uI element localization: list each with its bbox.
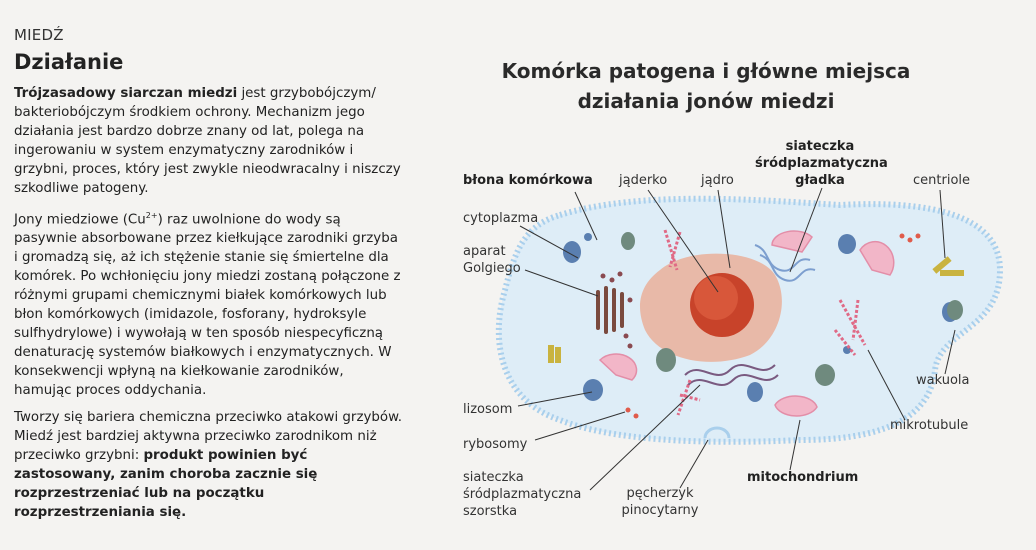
label-cytoplasm: cytoplazma	[463, 211, 539, 226]
label-mitochondrion: mitochondrium	[747, 470, 859, 485]
label-line: gładka	[795, 173, 845, 188]
label-pinocytic-vesicle: pęcherzyk pinocytarny	[615, 485, 705, 519]
microtubules	[663, 229, 867, 416]
rough-er	[684, 364, 779, 386]
section-label: MIEDŹ	[14, 26, 64, 44]
text: Tworzy się bariera chemiczna przeciwko a…	[14, 410, 403, 464]
smooth-er	[754, 244, 816, 282]
golgi-apparatus	[596, 286, 624, 334]
text: jest grzybobójczym/ bakteriobójczym środ…	[14, 86, 401, 196]
label-line: pinocytarny	[621, 503, 699, 518]
label-smooth-er: siateczka śródplazmatyczna gładka	[755, 138, 888, 189]
label-nucleolus: jąderko	[619, 173, 668, 188]
paragraph-1: Trójzasadowy siarczan miedzi jest grzybo…	[14, 84, 404, 198]
paragraph-3: Tworzy się bariera chemiczna przeciwko a…	[14, 408, 404, 522]
vacuoles	[621, 232, 963, 386]
label-vacuole: wakuola	[916, 373, 970, 388]
bold-text: produkt powinien być zastosowany, zanim …	[14, 448, 318, 521]
text-column: MIEDŹ Działanie Trójzasadowy siarczan mi…	[14, 26, 404, 530]
label-line: pęcherzyk	[626, 486, 694, 501]
paragraph-2: Jony miedziowe (Cu2+) raz uwolnione do w…	[14, 206, 404, 400]
label-line: siateczka	[463, 470, 524, 485]
text: Jony miedziowe (Cu	[14, 212, 146, 228]
label-membrane: błona komórkowa	[463, 173, 593, 188]
label-line: aparat	[463, 244, 506, 259]
label-line: siateczka	[785, 139, 855, 154]
label-line: Golgiego	[463, 261, 521, 276]
text: ) raz uwolnione do wody są pasywnie abso…	[14, 212, 401, 399]
mitochondria	[598, 230, 895, 417]
label-microtubules: mikrotubule	[890, 418, 969, 433]
page-title: Działanie	[14, 50, 124, 74]
title-line: Komórka patogena i główne miejsca	[501, 59, 911, 83]
diagram-title: Komórka patogena i główne miejsca działa…	[470, 56, 942, 116]
bold-text: Trójzasadowy siarczan miedzi	[14, 86, 238, 101]
label-centrioles: centriole	[913, 173, 971, 188]
label-ribosomes: rybosomy	[463, 437, 528, 452]
ribosomes	[600, 233, 921, 419]
label-line: śródplazmatyczna	[755, 156, 888, 171]
centrioles	[548, 256, 964, 363]
title-line: działania jonów miedzi	[577, 89, 835, 113]
superscript: 2+	[145, 211, 158, 220]
label-nucleus: jądro	[701, 173, 734, 188]
pinocytic-vesicle	[703, 426, 731, 439]
label-line: śródplazmatyczna	[463, 487, 582, 502]
label-rough-er: siateczka śródplazmatyczna szorstka	[463, 469, 581, 520]
label-line: szorstka	[463, 504, 518, 519]
label-lysosome: lizosom	[463, 402, 513, 417]
leader-lines	[517, 187, 956, 491]
